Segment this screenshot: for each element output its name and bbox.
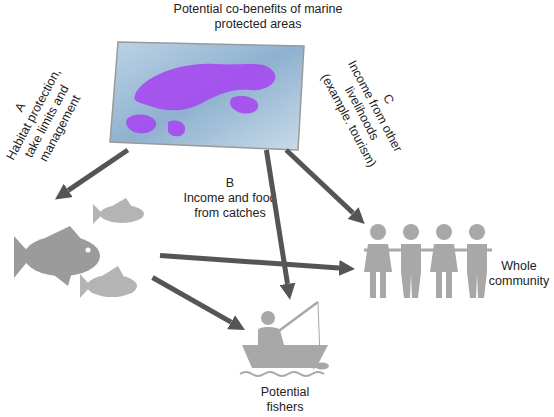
node-label: Whole community [488, 259, 550, 289]
caught-fish-tail [313, 362, 316, 370]
map-node: Potential co-benefits of marine protecte… [108, 40, 306, 150]
node-label: Potential fishers [250, 385, 320, 415]
joined-arms [364, 249, 492, 252]
flow-arrow [68, 150, 128, 190]
protected-area [168, 120, 185, 136]
mpa-map [110, 42, 304, 150]
fish-fin [50, 272, 72, 286]
edge-label-group: CIncome from other livelihoods (example.… [315, 46, 421, 173]
fish-eye [86, 248, 91, 253]
fish-tail [93, 204, 103, 224]
fish-node [10, 195, 160, 305]
edge-label: Income and food from catches [183, 191, 276, 220]
fisher-node: Potential fishers [235, 295, 335, 412]
person-head [436, 224, 452, 240]
fish-fin [112, 198, 132, 207]
waves [240, 372, 324, 376]
person-head [370, 224, 386, 240]
flow-arrow [153, 278, 232, 323]
flow-arrow [286, 150, 353, 213]
person [430, 244, 458, 298]
edge-label-group: BIncome and food from catches [175, 176, 285, 221]
fishing-rod [276, 302, 318, 333]
protected-area [126, 115, 156, 134]
fish-body [24, 236, 100, 276]
caught-fish [315, 363, 329, 370]
fish-tail [14, 236, 32, 278]
person [467, 244, 487, 298]
person-head [403, 224, 419, 240]
fish-icons [14, 198, 144, 298]
protected-area [230, 96, 258, 114]
flow-arrow [160, 256, 339, 268]
fish-fin [102, 266, 124, 277]
fish-body [87, 275, 137, 297]
person-head [469, 224, 485, 240]
fish-fin [45, 226, 82, 240]
map-tile [110, 42, 304, 150]
boat [242, 345, 328, 368]
community-node: Whole community [355, 215, 550, 305]
fish-tail [80, 274, 91, 298]
community-icon [364, 224, 492, 298]
person [401, 244, 421, 298]
edge-label: Income from other livelihoods (example. … [318, 58, 405, 169]
fisher-icon [240, 302, 329, 376]
map-title: Potential co-benefits of marine protecte… [158, 2, 358, 32]
person [364, 244, 392, 298]
fish-body [100, 205, 144, 223]
edge-label: Habitat protection, take limits and mana… [3, 66, 83, 164]
edge-label-group: AHabitat protection, take limits and man… [0, 53, 93, 183]
fisher-head [261, 311, 275, 325]
